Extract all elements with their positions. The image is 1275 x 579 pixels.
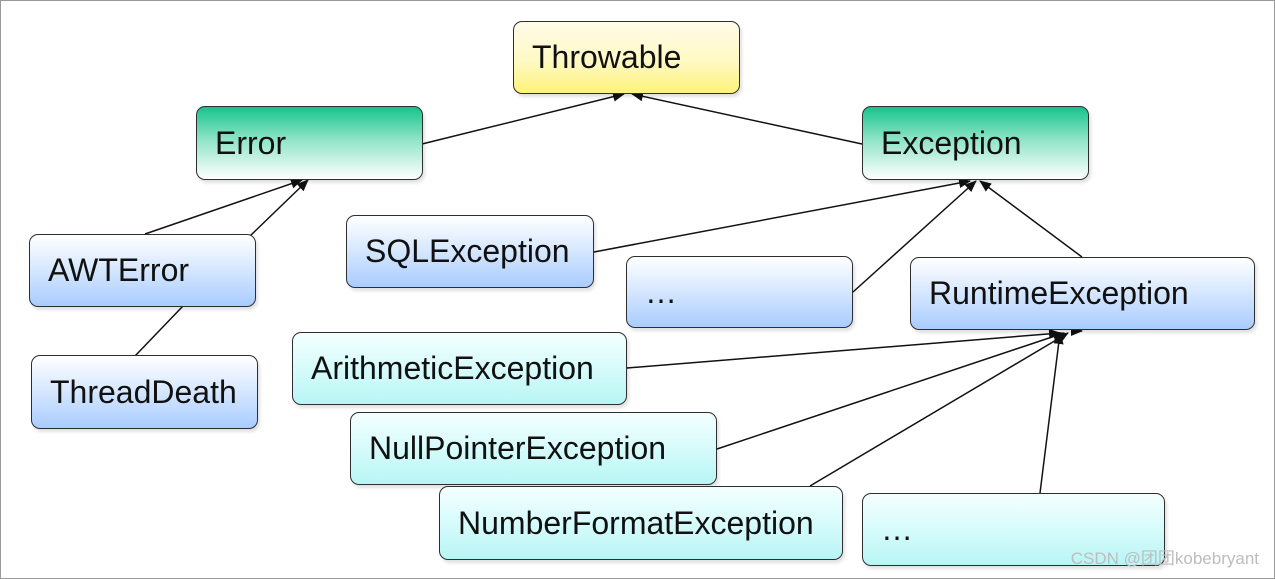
edge-more-runtime	[1039, 332, 1064, 494]
edge-more-exception	[852, 180, 977, 293]
runtime-more-node: …	[862, 493, 1165, 566]
edge-exception-throwable	[631, 91, 863, 145]
exception-node: Exception	[862, 106, 1089, 180]
awterror-node: AWTError	[29, 234, 256, 307]
edge-runtime-exception	[979, 180, 1083, 258]
edge-threaddeath-awterror	[134, 305, 184, 357]
numberformatexception-node: NumberFormatException	[439, 486, 843, 560]
arithmeticexception-node: ArithmeticException	[292, 332, 627, 405]
edge-arithmetic-runtime	[626, 328, 1061, 369]
edge-numberformat-runtime	[809, 332, 1069, 487]
threaddeath-node: ThreadDeath	[31, 355, 258, 429]
watermark: CSDN @团团kobebryant	[1070, 549, 1259, 568]
edge-sql-exception	[593, 178, 971, 253]
edge-nullpointer-runtime	[716, 331, 1065, 450]
edge-awterror-error	[144, 178, 303, 235]
edge-awterror-error-2	[249, 179, 309, 237]
edge-error-throwable	[421, 91, 625, 145]
sqlexception-node: SQLException	[346, 215, 594, 288]
runtimeexception-node: RuntimeException	[910, 257, 1255, 330]
nullpointerexception-node: NullPointerException	[350, 412, 717, 485]
exception-more-node: …	[626, 256, 853, 328]
throwable-node: Throwable	[513, 21, 740, 94]
error-node: Error	[196, 106, 423, 180]
